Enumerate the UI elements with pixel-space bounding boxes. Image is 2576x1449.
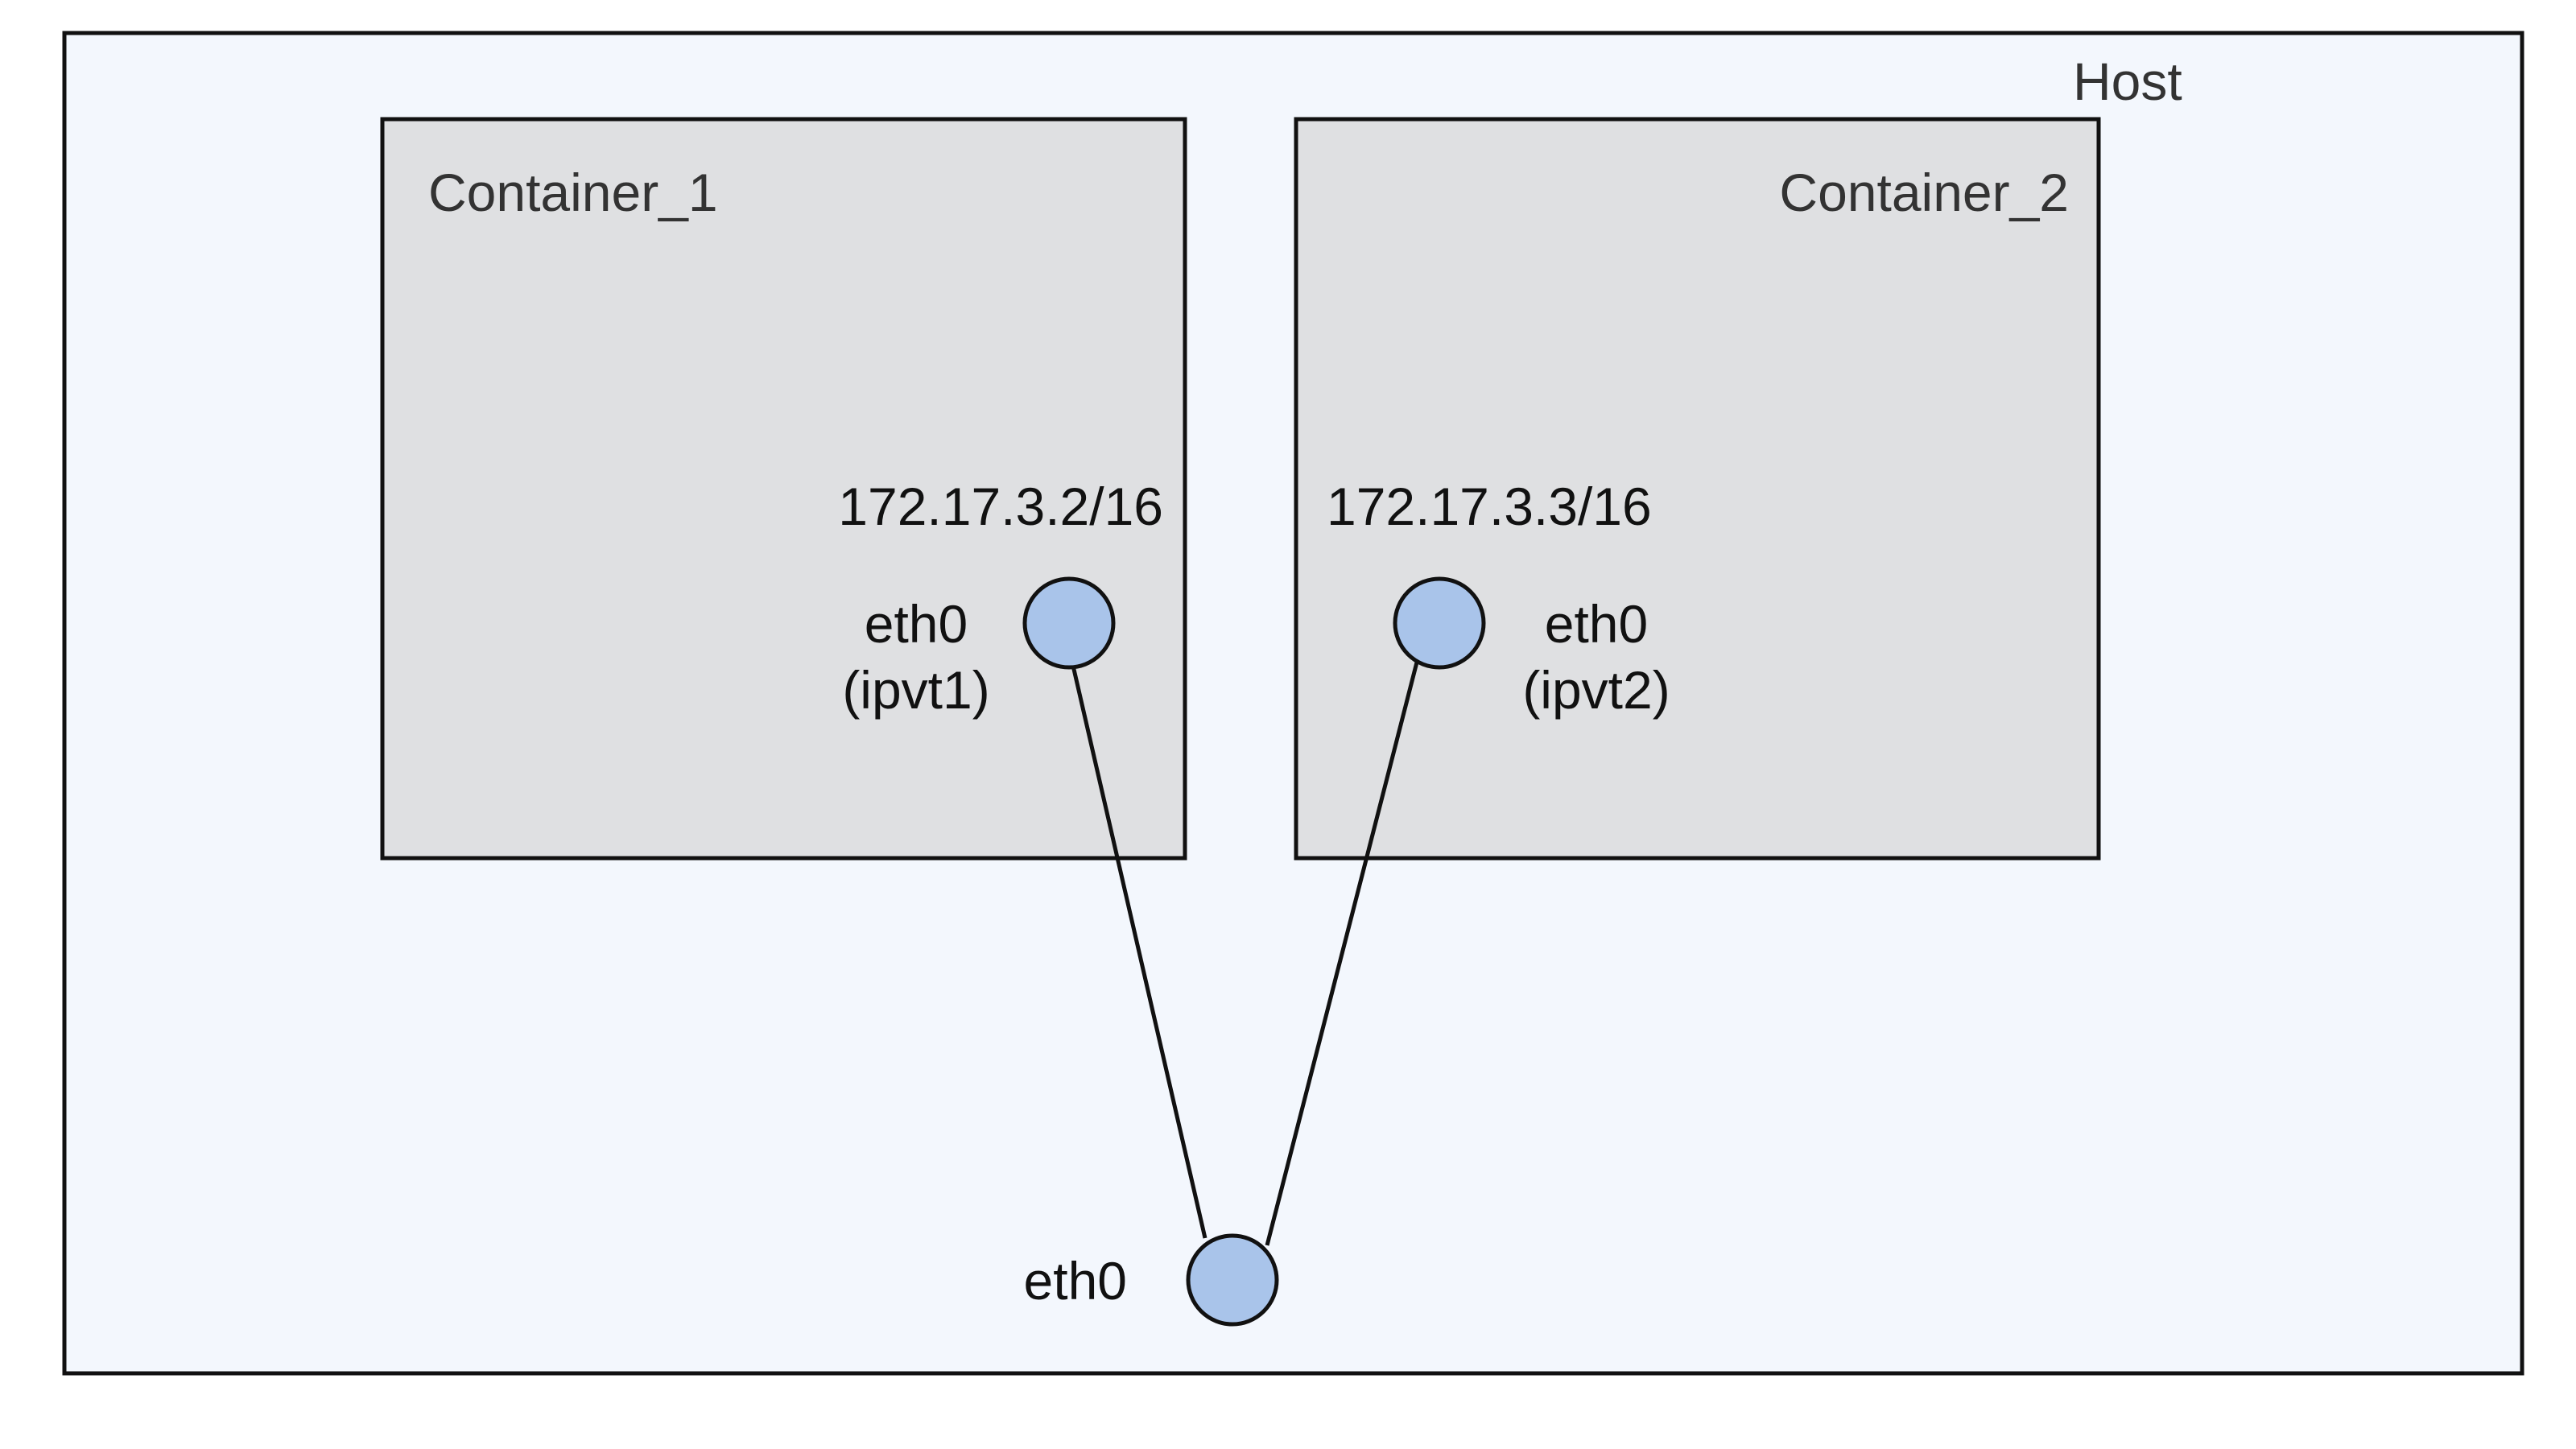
container-2-ip: 172.17.3.3/16	[1327, 477, 1652, 536]
container-1-ip: 172.17.3.2/16	[838, 477, 1163, 536]
container-2-eth0-interface	[1393, 576, 1486, 670]
link-container-2-to-host	[1265, 655, 1421, 1246]
container-1-iface-label: eth0	[865, 594, 968, 654]
container-1-label: Container_1	[428, 163, 718, 222]
container-2-box	[1294, 117, 2101, 861]
container-1-iface-alias: (ipvt1)	[842, 660, 989, 720]
container-1-eth0-interface	[1022, 576, 1116, 670]
container-1-box	[380, 117, 1187, 861]
host-eth0-interface	[1186, 1233, 1279, 1327]
container-2-iface-label: eth0	[1545, 594, 1648, 654]
host-eth0-label: eth0	[1024, 1251, 1127, 1311]
link-container-1-to-host	[1071, 665, 1208, 1239]
container-2-iface-alias: (ipvt2)	[1522, 660, 1670, 720]
host-label: Host	[2073, 52, 2182, 111]
container-2-label: Container_2	[1779, 163, 2069, 222]
